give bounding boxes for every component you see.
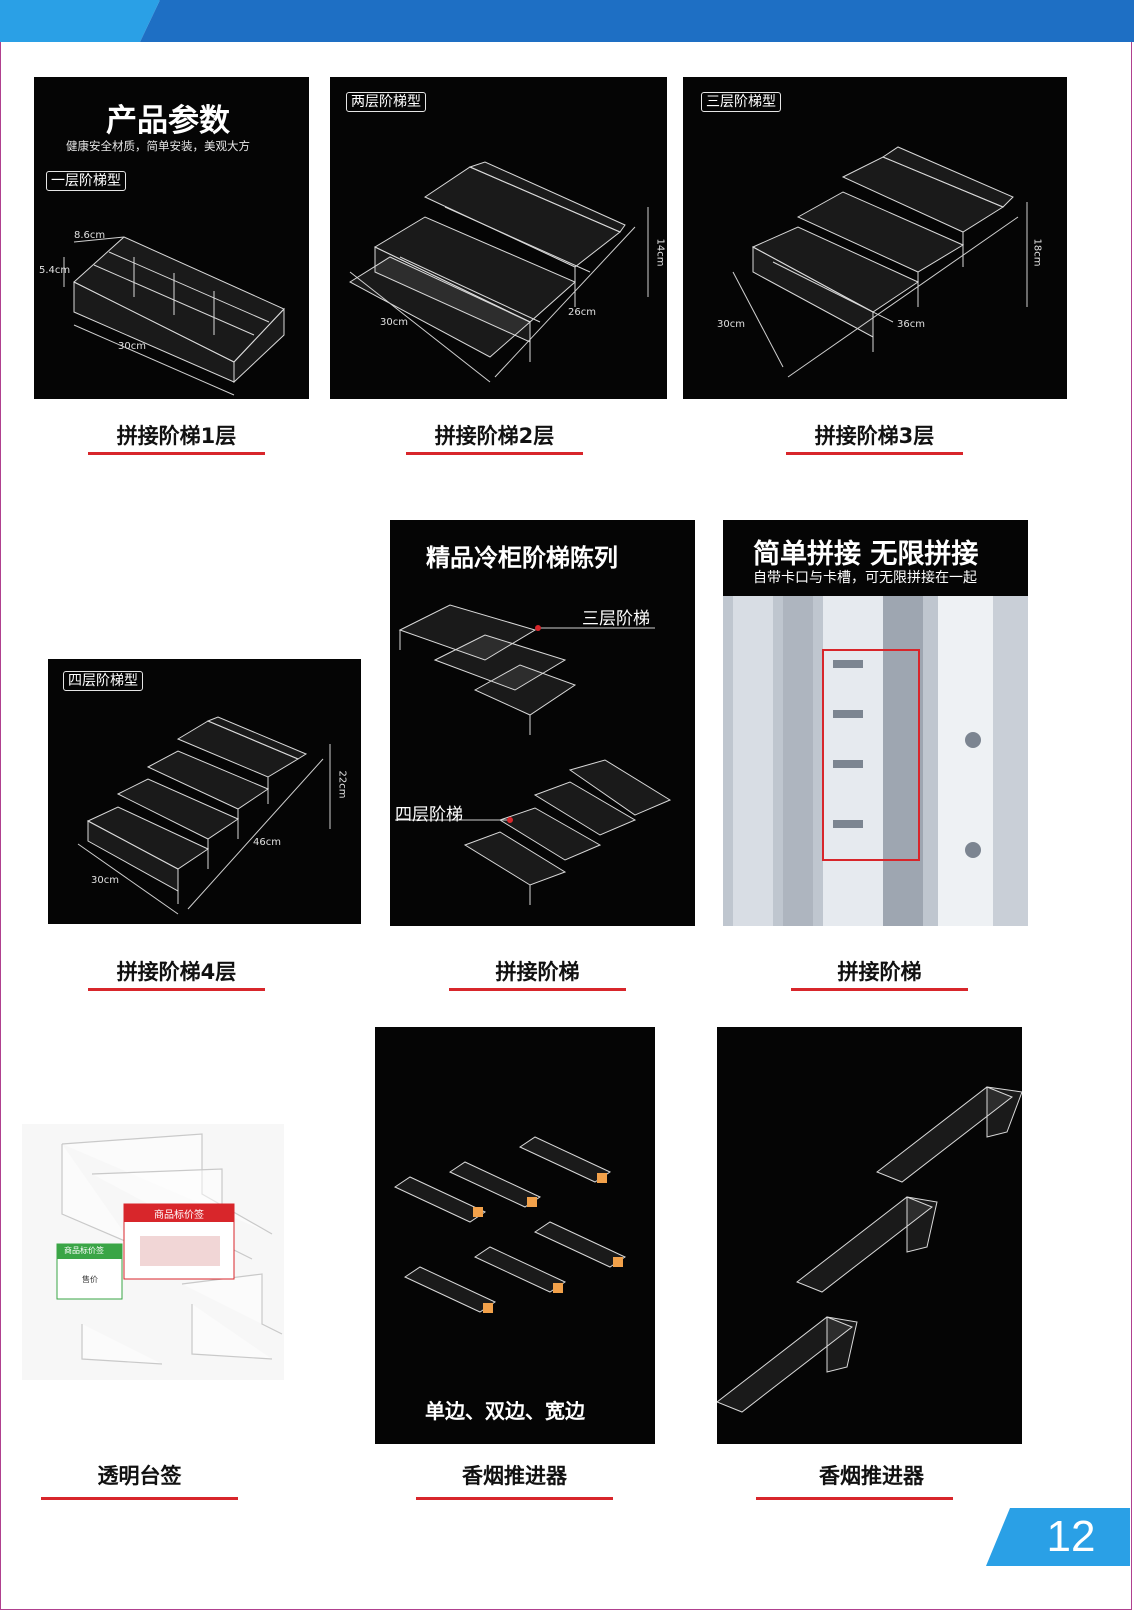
tier-tag: 四层阶梯型 [63,671,143,691]
stair-4-illustration [77,716,331,915]
product-image-4-tier: 四层阶梯型 22cm 46cm 30cm [48,659,361,924]
green-tag-title: 商品标价签 [64,1246,104,1255]
caption-underline [416,1497,613,1500]
red-tag-title: 商品标价签 [154,1210,204,1221]
caption-pusher-1: 香烟推进器 [462,1464,567,1488]
caption-underline [406,452,583,455]
caption-underline [41,1497,238,1500]
pusher-subtitle: 单边、双边、宽边 [425,1399,585,1423]
panel-1-title: 产品参数 [106,103,230,139]
caption-stair-display: 拼接阶梯 [495,960,580,984]
caption-stair-3: 拼接阶梯3层 [814,424,935,448]
dim-width: 36cm [897,319,925,330]
caption-underline [449,988,626,991]
tier-tag: 一层阶梯型 [46,171,126,191]
dim-height: 18cm [1031,238,1043,267]
product-image-1-tier: 产品参数 健康安全材质，简单安装，美观大方 一层阶梯型 8.6cm 5.4cm … [34,77,309,399]
caption-table-tag: 透明台签 [97,1464,182,1488]
caption-stair-2: 拼接阶梯2层 [434,424,555,448]
panel-1-subtitle: 健康安全材质，简单安装，美观大方 [66,139,250,153]
caption-stair-splice: 拼接阶梯 [837,960,922,984]
caption-stair-1: 拼接阶梯1层 [116,424,237,448]
pusher-illustration-2 [717,1086,1022,1413]
table-tag-illustration [56,1133,283,1365]
panel-6-subtitle: 自带卡口与卡槽，可无限拼接在一起 [753,570,977,586]
cooler-display-illustration [395,604,672,905]
caption-underline [786,452,963,455]
splicing-closeup [723,596,1028,926]
price-label: 售价 [82,1275,98,1284]
panel-5-title: 精品冷柜阶梯陈列 [426,544,618,572]
page-number-badge [986,1508,1130,1566]
caption-underline [88,988,265,991]
dim-width: 30cm [118,341,146,352]
dim-height: 5.4cm [39,265,71,276]
pusher-illustration-1 [393,1136,627,1313]
caption-underline [756,1497,953,1500]
dim-depth: 8.6cm [74,230,106,241]
product-image-pusher-1: 单边、双边、宽边 [375,1027,655,1444]
caption-pusher-2: 香烟推进器 [819,1464,924,1488]
product-image-cooler-display: 精品冷柜阶梯陈列 三层阶梯 四层阶梯 [390,520,695,926]
product-image-pusher-2 [717,1027,1022,1444]
label-three-tier: 三层阶梯 [582,609,650,629]
dim-depth: 30cm [91,875,119,886]
dim-width: 26cm [568,307,596,318]
product-image-3-tier: 三层阶梯型 18cm 30cm 36cm [683,77,1067,399]
product-image-2-tier: 两层阶梯型 14cm 30cm 26cm [330,77,667,399]
dim-depth: 30cm [717,319,745,330]
dim-width: 46cm [253,837,281,848]
caption-underline [88,452,265,455]
tier-tag: 三层阶梯型 [701,92,781,112]
stair-3-illustration [732,146,1028,378]
caption-underline [791,988,968,991]
product-image-table-tag: 商品标价签 商品标价签 售价 [22,1124,284,1380]
stair-2-illustration [349,161,649,383]
tier-tag: 两层阶梯型 [346,92,426,112]
panel-6-title: 简单拼接 无限拼接 [753,539,979,570]
dim-depth: 30cm [380,317,408,328]
page-number: 12 [1046,1512,1096,1561]
product-image-splicing: 简单拼接 无限拼接 自带卡口与卡槽，可无限拼接在一起 [723,520,1028,926]
header-bar [0,0,1134,42]
dim-height: 22cm [336,770,348,799]
caption-stair-4: 拼接阶梯4层 [116,960,237,984]
dim-height: 14cm [654,238,666,267]
label-four-tier: 四层阶梯 [395,805,463,825]
stair-1-illustration [63,236,285,396]
